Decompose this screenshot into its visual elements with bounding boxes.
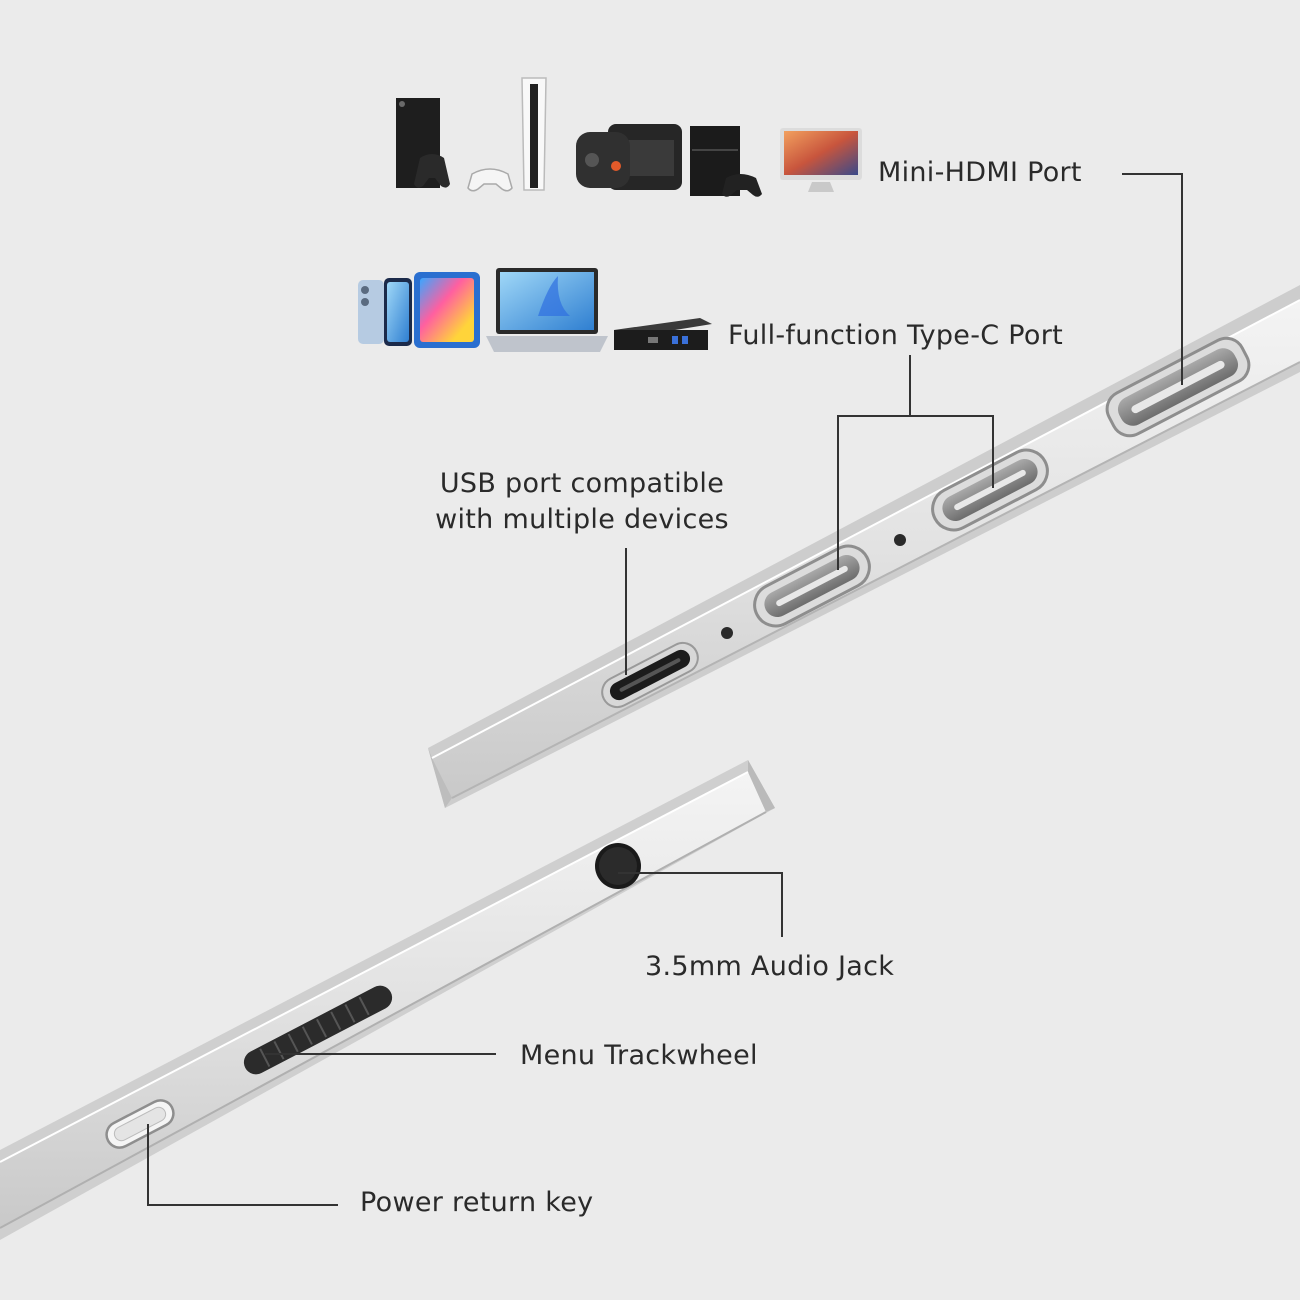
power-return-key xyxy=(105,1099,175,1149)
leader-lines xyxy=(147,173,1183,1206)
leader-type-c-a xyxy=(837,355,911,570)
handheld-console-icon xyxy=(576,124,682,190)
menu-trackwheel xyxy=(243,985,393,1075)
mini-hdmi-port xyxy=(1105,336,1251,438)
label-usb-port: USB port compatible with multiple device… xyxy=(392,466,772,538)
leader-type-c-b xyxy=(910,415,994,488)
audio-jack xyxy=(595,843,641,889)
label-mini-hdmi-port: Mini-HDMI Port xyxy=(878,157,1082,188)
label-type-c-port: Full-function Type-C Port xyxy=(728,320,1064,351)
tablet-icon xyxy=(414,272,480,348)
type-c-port-1 xyxy=(753,544,871,628)
leader-mini-hdmi xyxy=(1122,173,1183,385)
leader-audio xyxy=(618,872,783,937)
laptop-icon xyxy=(486,268,608,352)
label-menu-trackwheel: Menu Trackwheel xyxy=(520,1040,758,1071)
indicator-dot xyxy=(721,627,733,639)
label-power-return-key: Power return key xyxy=(360,1187,594,1218)
ps5-console-icon xyxy=(467,77,547,192)
phone-icon xyxy=(358,278,412,346)
mini-pc-icon xyxy=(614,318,712,350)
label-audio-jack: 3.5mm Audio Jack xyxy=(645,951,895,982)
xbox-console-icon xyxy=(396,98,450,188)
usb-type-c-port xyxy=(601,641,699,709)
leader-power xyxy=(147,1124,338,1206)
indicator-dot xyxy=(894,534,906,546)
imac-icon xyxy=(780,128,862,192)
type-c-port-2 xyxy=(931,448,1049,532)
label-usb-line-2: with multiple devices xyxy=(435,504,729,535)
label-usb-line-1: USB port compatible xyxy=(439,468,725,499)
upper-edge-body xyxy=(428,285,1300,808)
ps4-console-icon xyxy=(690,126,762,197)
